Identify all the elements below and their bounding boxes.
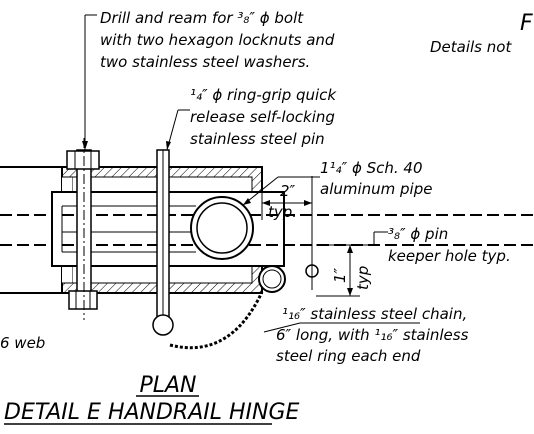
bolt-note-line-1: Drill and ream for ³₈″ ϕ bolt: [100, 9, 304, 27]
chain-note-line-2: 6″ long, with ¹₁₆″ stainless: [276, 326, 469, 344]
detail-title: DETAIL E HANDRAIL HINGE: [4, 400, 300, 425]
chain-note-line-1: ¹₁₆″ stainless steel chain,: [282, 305, 467, 323]
pin-note-line-2: release self-locking: [190, 108, 335, 126]
aluminum-pipe: [190, 196, 254, 260]
dimension-1in-typ-label: typ: [354, 266, 372, 290]
dimension-2in-label: 2″: [280, 182, 296, 200]
dimension-1in-label: 1″: [331, 267, 349, 283]
keeper-note-line-1: ³₈″ ϕ pin: [388, 225, 448, 243]
dimension-2in-typ-label: typ.: [268, 203, 297, 221]
top-right-note: Details not: [430, 38, 512, 56]
pipe-note: 1¹₄″ ϕ Sch. 40 aluminum pipe: [320, 159, 432, 198]
plan-title-text: PLAN: [139, 373, 196, 398]
pin-note-line-1: ¹₄″ ϕ ring-grip quick: [190, 86, 337, 104]
ring-grip-pin: [152, 149, 174, 336]
chain-note-line-3: steel ring each end: [276, 347, 421, 365]
stainless-chain: [169, 291, 264, 350]
bolt-note-line-2: with two hexagon locknuts and: [100, 31, 335, 49]
bolt-with-locknuts: [66, 138, 100, 320]
bolt-note: Drill and ream for ³₈″ ϕ bolt with two h…: [100, 9, 335, 71]
keeper-note-line-2: keeper hole typ.: [388, 247, 511, 265]
web-label: 6 web: [0, 334, 45, 352]
top-right-letter: F: [520, 11, 533, 36]
plan-title: PLAN: [136, 373, 199, 398]
dimension-2in: [261, 176, 313, 250]
dimension-1in: [316, 244, 370, 297]
pin-note-line-3: stainless steel pin: [190, 130, 325, 148]
leader-lines: [82, 14, 420, 333]
keeper-note: ³₈″ ϕ pin keeper hole typ.: [388, 225, 511, 265]
pin-note: ¹₄″ ϕ ring-grip quick release self-locki…: [190, 86, 337, 148]
chain-note: ¹₁₆″ stainless steel chain, 6″ long, wit…: [276, 305, 469, 365]
detail-title-text: DETAIL E HANDRAIL HINGE: [4, 400, 300, 425]
pipe-note-line-2: aluminum pipe: [320, 180, 432, 198]
keeper-hole: [258, 250, 319, 293]
bolt-note-line-3: two stainless steel washers.: [100, 53, 310, 71]
pipe-note-line-1: 1¹₄″ ϕ Sch. 40: [320, 159, 423, 177]
rail-centerlines: [62, 214, 534, 246]
